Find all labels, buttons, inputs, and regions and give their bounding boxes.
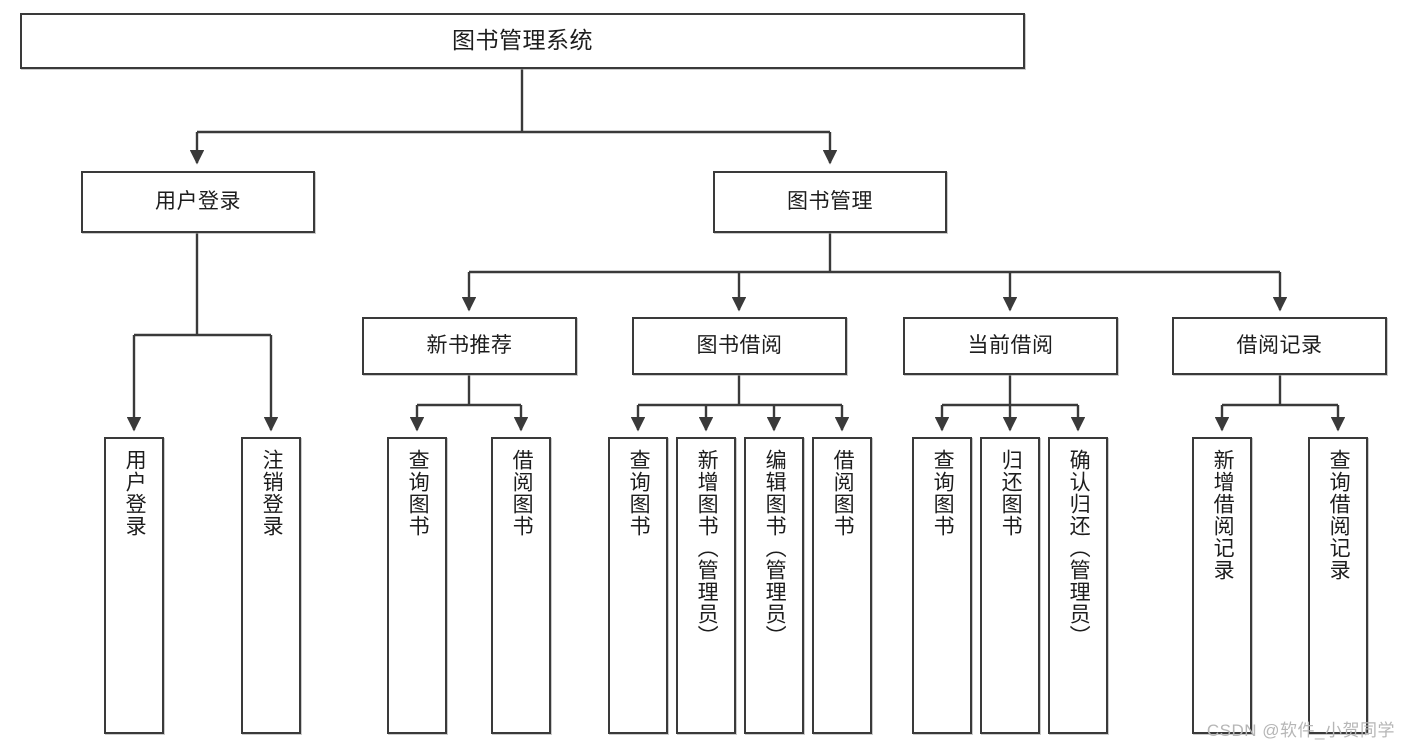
node-leaf-borrow-books[interactable]: 借阅图书: [812, 437, 872, 734]
node-new-book-recommend[interactable]: 新书推荐: [362, 317, 577, 375]
node-label: 用户登录: [155, 189, 241, 213]
node-leaf-query-borrow-record[interactable]: 查询借阅记录: [1308, 437, 1368, 734]
node-label: 图书管理系统: [452, 27, 593, 54]
node-label: 归还图书: [999, 449, 1023, 537]
node-leaf-query-books-recommend[interactable]: 查询图书: [387, 437, 447, 734]
node-label: 查询图书: [627, 449, 651, 537]
node-label: 借阅记录: [1236, 333, 1323, 357]
node-current-borrow[interactable]: 当前借阅: [903, 317, 1118, 375]
node-label: 编辑图书（管理员）: [763, 449, 787, 647]
csdn-watermark: CSDN @软件_小贺同学: [1206, 721, 1395, 740]
node-label: 图书管理: [787, 189, 873, 213]
node-label: 查询图书: [931, 449, 955, 537]
node-borrow-records[interactable]: 借阅记录: [1172, 317, 1387, 375]
node-label: 新增图书（管理员）: [695, 449, 719, 647]
node-leaf-user-login[interactable]: 用户登录: [104, 437, 164, 734]
node-leaf-borrow-books-recommend[interactable]: 借阅图书: [491, 437, 551, 734]
node-label: 新增借阅记录: [1211, 449, 1235, 581]
node-leaf-edit-book-admin[interactable]: 编辑图书（管理员）: [744, 437, 804, 734]
node-book-borrow[interactable]: 图书借阅: [632, 317, 847, 375]
node-label: 当前借阅: [967, 333, 1054, 357]
node-root-book-management-system[interactable]: 图书管理系统: [20, 13, 1025, 69]
node-leaf-add-borrow-record[interactable]: 新增借阅记录: [1192, 437, 1252, 734]
node-book-management[interactable]: 图书管理: [713, 171, 947, 233]
node-leaf-query-books-borrow[interactable]: 查询图书: [608, 437, 668, 734]
node-leaf-query-books-current[interactable]: 查询图书: [912, 437, 972, 734]
node-label: 用户登录: [123, 449, 147, 537]
node-leaf-confirm-return-admin[interactable]: 确认归还（管理员）: [1048, 437, 1108, 734]
node-user-login[interactable]: 用户登录: [81, 171, 315, 233]
node-label: 借阅图书: [510, 449, 534, 537]
node-label: 新书推荐: [426, 333, 513, 357]
node-leaf-logout[interactable]: 注销登录: [241, 437, 301, 734]
node-label: 借阅图书: [831, 449, 855, 537]
node-leaf-return-books[interactable]: 归还图书: [980, 437, 1040, 734]
node-label: 确认归还（管理员）: [1067, 449, 1091, 647]
node-label: 图书借阅: [696, 333, 783, 357]
node-label: 查询借阅记录: [1327, 449, 1351, 581]
node-leaf-add-book-admin[interactable]: 新增图书（管理员）: [676, 437, 736, 734]
node-label: 注销登录: [260, 449, 284, 537]
node-label: 查询图书: [406, 449, 430, 537]
